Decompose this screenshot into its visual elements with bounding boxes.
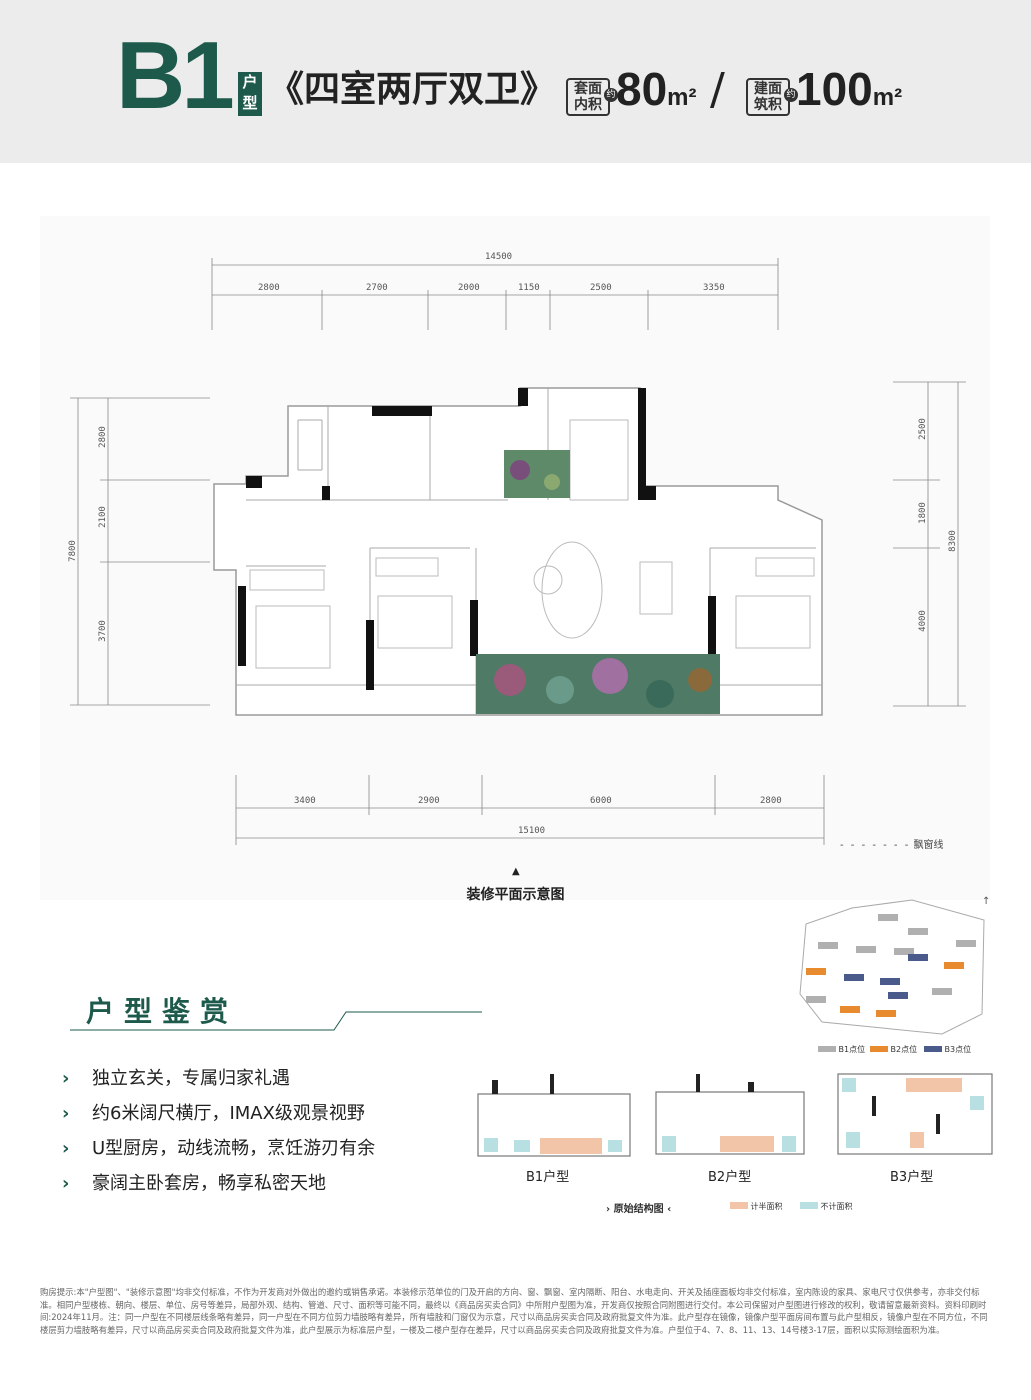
chevron-right-icon: ›: [62, 1068, 70, 1089]
feature-item: ›独立玄关，专属归家礼遇: [62, 1068, 290, 1089]
room-config: 《四室两厅双卫》: [268, 69, 557, 110]
legend-excluded-area: 不计面积: [800, 1201, 853, 1212]
dim-bottom-3: 6000: [590, 796, 612, 806]
inner-area-approx: 约: [604, 88, 618, 102]
area-unit: m²: [872, 84, 903, 111]
dim-left-total: 7800: [67, 540, 78, 562]
dim-right-2: 1800: [917, 502, 928, 524]
site-legend-b1: B1点位: [818, 1044, 865, 1055]
legend-half-area: 计半面积: [730, 1201, 783, 1212]
features-title: 户型鉴赏: [86, 995, 239, 1028]
dim-top-1: 2800: [258, 283, 280, 293]
dim-bottom-4: 2800: [760, 796, 782, 806]
dim-right-1: 2500: [917, 418, 928, 440]
dim-left-3: 3700: [97, 620, 108, 642]
site-map: ↑: [799, 896, 990, 1035]
chevron-right-icon: ›: [62, 1173, 70, 1194]
site-legend-b2: B2点位: [870, 1044, 917, 1055]
structure-label-b3: B3户型: [890, 1170, 934, 1185]
header-band: [0, 0, 1031, 163]
dim-top-total: 14500: [485, 252, 513, 262]
chevron-right-icon: ›: [62, 1103, 70, 1124]
furniture: [249, 419, 815, 669]
unit-type-badge: 户型: [238, 72, 262, 116]
dim-top-3: 2000: [458, 283, 480, 293]
feature-item: ›U型厨房，动线流畅，烹饪游刃有余: [62, 1138, 376, 1159]
plan-caption: 装修平面示意图: [466, 887, 565, 903]
dim-top-6: 3350: [703, 283, 725, 293]
structure-label-b2: B2户型: [708, 1170, 752, 1185]
bay-window-legend: - - - - - - - 飘窗线: [840, 840, 944, 851]
floor-plan: [70, 258, 966, 845]
feature-item: ›豪阔主卧套房，畅享私密天地: [62, 1173, 326, 1194]
dim-top-4: 1150: [518, 283, 540, 293]
dim-bottom-2: 2900: [418, 796, 440, 806]
svg-text:↑: ↑: [982, 896, 990, 907]
dim-bottom-1: 3400: [294, 796, 316, 806]
planter-courtyard: [476, 450, 720, 714]
section-underline: [70, 1011, 482, 1031]
dimension-lines: [70, 258, 966, 845]
dim-left-1: 2800: [97, 426, 108, 448]
unit-code: B1: [116, 22, 235, 129]
building-area-value: 100m²: [796, 63, 903, 115]
feature-item: ›约6米阔尺横厅，IMAX级观景视野: [62, 1103, 365, 1124]
structure-thumbnails: [477, 1073, 993, 1157]
structure-label-b1: B1户型: [526, 1170, 570, 1185]
dim-top-5: 2500: [590, 283, 612, 293]
inner-area-value: 80m²: [616, 63, 697, 115]
dim-right-3: 4000: [917, 610, 928, 632]
inner-area-label: 套面内积: [566, 78, 610, 116]
dim-bottom-total: 15100: [518, 826, 546, 836]
building-area-approx: 约: [784, 88, 798, 102]
dim-right-total: 8300: [947, 530, 958, 552]
site-legend-b3: B3点位: [924, 1044, 971, 1055]
disclaimer-text: 购房提示:本"户型图"、"装修示意图"均非交付标准，不作为开发商对外做出的邀约或…: [40, 1287, 988, 1335]
area-separator: /: [710, 64, 725, 115]
chevron-right-icon: ›: [62, 1138, 70, 1159]
shear-walls: [238, 388, 716, 690]
structure-title: › 原始结构图 ‹: [606, 1204, 672, 1215]
dim-left-2: 2100: [97, 506, 108, 528]
area-unit: m²: [667, 84, 697, 111]
north-triangle-icon: ▲: [512, 866, 520, 877]
dim-top-2: 2700: [366, 283, 388, 293]
